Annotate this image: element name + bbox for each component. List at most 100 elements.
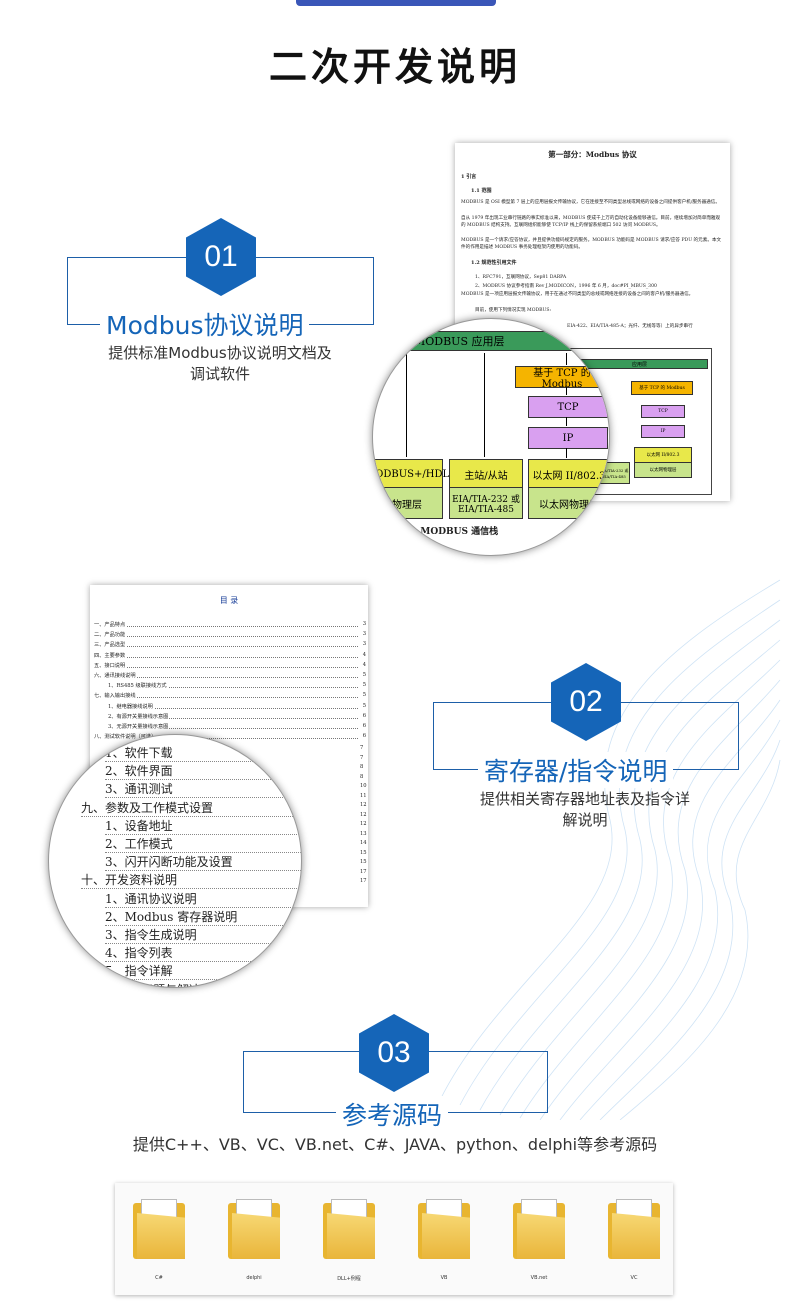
modbus-doc-reference: 1、RFC791，互联网协议，Sep81 DARPA: [475, 275, 567, 280]
toc-zoom-entry: 2、软件界面: [105, 763, 301, 781]
modbus-doc-section-1-2: 1.2 规范性引用文件: [471, 260, 517, 266]
toc-page-number: 7: [360, 754, 364, 761]
section-03-title: 参考源码: [336, 1096, 449, 1132]
section-01-subtitle: 提供标准Modbus协议说明文档及 调试软件: [108, 344, 332, 383]
toc-entry: 八、测试软件说明（可选） 6: [94, 733, 366, 743]
toc-entry-title: 一、产品特点: [94, 621, 127, 628]
toc-entry: 七、输入输出接线 5: [94, 692, 366, 702]
zoom-arrow-line: [566, 353, 567, 365]
toc-zoom-entry: 2、工作模式: [105, 836, 301, 853]
toc-zoom-entry: 4、指令列表: [105, 945, 301, 963]
zoom-app-layer-box: MODBUS 应用层: [373, 331, 609, 351]
toc-entry-page: 6: [362, 733, 366, 740]
zoom-ip-box: IP: [528, 427, 608, 449]
modbus-doc-paragraph: MODBUS 是 OSI 模型第 7 层上的应用层报文传输协议，它在连接至不同类…: [461, 200, 720, 205]
zoom-arrow-line: [566, 387, 567, 395]
toc-entry-page: 5: [362, 692, 366, 699]
zoom-ethernet-physical-box: 以太网物理层: [528, 487, 609, 519]
zoom-caption: 图 1：MODBUS 通信栈: [393, 527, 499, 537]
folder-label: VC: [630, 1275, 638, 1281]
zoom-eia-box: EIA/TIA-232 或 EIA/TIA-485: [449, 487, 523, 519]
toc-entry-page: 3: [362, 621, 366, 627]
toc-entry-page: 6: [362, 712, 366, 719]
toc-leader-dots: [108, 717, 358, 719]
top-accent-bar: [296, 0, 496, 6]
section-01-number-hex: 01: [186, 218, 256, 296]
modbus-doc-reference: 2、MODBUS 协议参考指南 Rev J,MODICON，1996 年 6 月…: [475, 284, 657, 289]
toc-zoom-chapter: 九、参数及工作模式设置: [81, 800, 301, 817]
folder-icon[interactable]: [133, 1197, 185, 1259]
background-contour-pattern: [439, 579, 781, 1120]
modbus-doc-paragraph: MODBUS 是一个请求/应答协议，并且提供功能码规定的服务。MODBUS 功能…: [461, 238, 722, 250]
toc-entry-title: 二、产品功能: [94, 631, 127, 639]
modbus-doc-heading: 第一部分：Modbus 协议: [548, 150, 637, 159]
toc-zoom-entry: 1、设备地址: [105, 818, 301, 835]
zoom-tcp-box: TCP: [528, 396, 608, 418]
zoom-arrow-line: [566, 448, 567, 458]
zoom-ethernet-box: 以太网 II/802.3: [528, 459, 609, 489]
toc-entry-title: 四、主要参数: [94, 651, 127, 659]
folder-icon[interactable]: [323, 1197, 375, 1259]
toc-page-number: 7: [360, 745, 364, 751]
section-01-title: Modbus协议说明: [100, 306, 310, 342]
toc-zoom-chapter: 十一、常见问题与解决方法: [81, 982, 301, 987]
zoom-master-slave-box: 主站/从站: [449, 459, 523, 489]
modbus-stack-magnifier: MODBUS 应用层 基于 TCP 的 Modbus TCP IP MODBUS…: [372, 318, 610, 556]
modbus-doc-section-1-1: 1.1 范围: [471, 188, 492, 194]
folder-label: DLL+例程: [337, 1276, 361, 1282]
section-02-number-hex: 02: [551, 663, 621, 741]
toc-entry-title: 3、无源开关量接线示意图: [108, 723, 170, 730]
toc-entry-title: 八、测试软件说明（可选）: [94, 733, 158, 741]
folder-icon[interactable]: [608, 1197, 660, 1259]
toc-leader-dots: [94, 626, 358, 627]
modbus-doc-paragraph: 目前，使用下列情况实现 MODBUS:: [475, 308, 552, 313]
toc-zoom-entry: 1、通讯协议说明: [105, 891, 301, 908]
toc-page-number: 17: [360, 878, 367, 884]
toc-leader-dots: [108, 707, 358, 709]
toc-entry-title: 七、输入输出接线: [94, 692, 137, 700]
toc-entry: 四、主要参数 4: [94, 651, 366, 662]
toc-page-number: 8: [360, 764, 364, 770]
toc-leader-dots: [94, 738, 358, 740]
folder-icon[interactable]: [228, 1197, 280, 1259]
toc-entry-title: 五、接口说明: [94, 661, 127, 669]
toc-page-number: 12: [360, 821, 367, 827]
toc-heading: 目 录: [219, 596, 239, 605]
toc-page-number: 12: [360, 811, 367, 818]
section-03-subtitle: 提供C++、VB、VC、VB.net、C#、JAVA、python、delphi…: [132, 1135, 658, 1154]
toc-leader-dots: [94, 646, 358, 648]
toc-leader-dots: [108, 687, 358, 689]
folder-label: VB.net: [530, 1275, 548, 1281]
toc-page-number: 8: [360, 773, 364, 780]
zoom-tcp-modbus-box: 基于 TCP 的 Modbus: [515, 366, 609, 390]
folder-icon[interactable]: [513, 1197, 565, 1259]
toc-leader-dots: [94, 656, 358, 658]
modbus-doc-paragraph: MODBUS 是一项应用层报文传输协议，用于在通过不同类型的总线或网络连接的设备…: [461, 292, 694, 297]
toc-entry-page: 6: [362, 723, 366, 729]
modbus-doc-paragraph: 自从 1979 年出现工业串行链路的事实标准以来，MODBUS 使成千上万的自动…: [461, 216, 721, 228]
toc-entry-page: 5: [362, 682, 366, 689]
folder-icon[interactable]: [418, 1197, 470, 1259]
modbus-doc-section-1: 1 引言: [461, 174, 477, 180]
toc-leader-dots: [94, 666, 358, 668]
zoom-arrow-line: [484, 353, 485, 457]
zoom-physical-box: 物理层: [373, 487, 443, 519]
zoom-arrow-line: [566, 417, 567, 426]
toc-zoom-entry: 5、指令详解: [105, 963, 301, 981]
zoom-hdl-box: MODBUS+/HDL: [373, 459, 449, 489]
toc-entry-title: 2、有源开关量接线示意图: [108, 712, 170, 720]
toc-entry: 一、产品特点 3: [94, 621, 366, 631]
toc-leader-dots: [94, 697, 358, 699]
folder-label: VB: [440, 1275, 448, 1281]
toc-entry-page: 4: [362, 651, 366, 658]
section-02-subtitle: 提供相关寄存器地址表及指令详 解说明: [479, 790, 690, 829]
toc-leader-dots: [94, 677, 358, 678]
zoom-arrow-line: [406, 353, 407, 457]
toc-zoom-chapter: 十、开发资料说明: [81, 872, 301, 890]
